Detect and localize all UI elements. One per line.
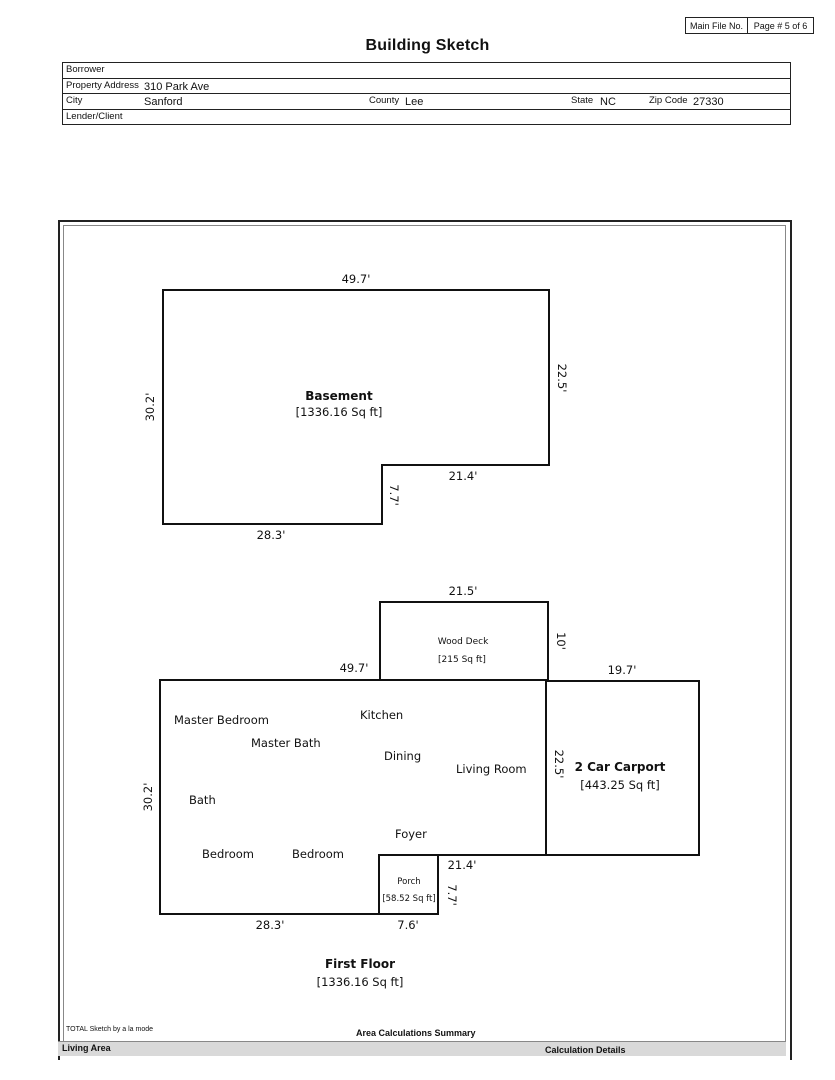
property-info-table: Borrower Property Address 310 Park Ave C… bbox=[62, 62, 791, 125]
city-value: Sanford bbox=[144, 96, 183, 108]
first-floor-label: First Floor bbox=[325, 957, 395, 971]
area-summary-label: Area Calculations Summary bbox=[356, 1028, 476, 1038]
basement-top-dim: 49.7' bbox=[342, 272, 371, 286]
room-foyer: Foyer bbox=[395, 827, 427, 841]
basement-step-vertical-dim: 7.7' bbox=[387, 484, 401, 505]
borrower-label: Borrower bbox=[66, 64, 105, 75]
porch-width-dim: 7.6' bbox=[397, 918, 418, 932]
room-bedroom-1: Bedroom bbox=[202, 847, 254, 861]
sketch-frame bbox=[58, 220, 792, 1060]
carport-label: 2 Car Carport bbox=[575, 760, 666, 774]
city-row: City Sanford County Lee State NC Zip Cod… bbox=[63, 94, 790, 110]
wood-deck-area: [215 Sq ft] bbox=[438, 655, 486, 665]
basement-label: Basement bbox=[305, 389, 373, 403]
carport-top-dim: 19.7' bbox=[608, 663, 637, 677]
room-kitchen: Kitchen bbox=[360, 708, 403, 722]
porch-outline bbox=[378, 854, 439, 915]
basement-bottom-dim: 28.3' bbox=[257, 528, 286, 542]
deck-top-dim: 21.5' bbox=[449, 584, 478, 598]
software-credit: TOTAL Sketch by a la mode bbox=[66, 1026, 154, 1033]
borrower-row: Borrower bbox=[63, 63, 790, 79]
main-file-label: Main File No. bbox=[686, 18, 748, 33]
basement-step-horizontal-dim: 21.4' bbox=[449, 469, 478, 483]
property-address-label: Property Address bbox=[66, 79, 139, 91]
zip-value: 27330 bbox=[693, 96, 724, 108]
deck-right-dim: 10' bbox=[554, 632, 568, 650]
room-bath: Bath bbox=[189, 793, 216, 807]
page-number-label: Page # 5 of 6 bbox=[753, 20, 808, 31]
wood-deck-label: Wood Deck bbox=[438, 637, 489, 647]
room-master-bath: Master Bath bbox=[251, 736, 321, 750]
basement-left-dim: 30.2' bbox=[143, 393, 157, 422]
wood-deck-outline bbox=[379, 601, 549, 681]
first-floor-right-dim: 22.5' bbox=[552, 750, 566, 779]
page-title: Building Sketch bbox=[365, 37, 490, 54]
basement-outline bbox=[162, 289, 550, 525]
living-area-label: Living Area bbox=[62, 1043, 111, 1053]
carport-outline bbox=[545, 680, 700, 856]
room-master-bedroom: Master Bedroom bbox=[174, 713, 269, 727]
porch-label: Porch bbox=[397, 877, 420, 887]
state-value: NC bbox=[600, 96, 616, 108]
room-living-room: Living Room bbox=[456, 762, 527, 776]
file-number-box: Main File No. Page # 5 of 6 bbox=[685, 17, 814, 34]
county-value: Lee bbox=[405, 96, 424, 108]
first-floor-bottom-dim: 28.3' bbox=[256, 918, 285, 932]
carport-area: [443.25 Sq ft] bbox=[580, 778, 659, 792]
address-row: Property Address 310 Park Ave bbox=[63, 79, 790, 94]
property-address-value: 310 Park Ave bbox=[144, 80, 210, 93]
first-floor-step-dim: 21.4' bbox=[448, 858, 477, 872]
basement-right-dim: 22.5' bbox=[555, 364, 569, 393]
first-floor-left-dim: 30.2' bbox=[141, 783, 155, 812]
state-label: State bbox=[571, 95, 594, 106]
lender-label: Lender/Client bbox=[66, 110, 123, 122]
city-label: City bbox=[66, 95, 83, 106]
zip-label: Zip Code bbox=[649, 95, 688, 106]
calculation-details-label: Calculation Details bbox=[545, 1045, 626, 1055]
basement-area: [1336.16 Sq ft] bbox=[296, 405, 383, 419]
first-floor-area: [1336.16 Sq ft] bbox=[317, 975, 404, 989]
lender-row: Lender/Client bbox=[63, 110, 790, 126]
porch-vertical-dim: 7.7' bbox=[445, 884, 459, 905]
room-dining: Dining bbox=[384, 749, 421, 763]
first-floor-top-dim: 49.7' bbox=[340, 661, 369, 675]
footer-bar bbox=[58, 1041, 786, 1056]
sketch-inner-frame bbox=[63, 225, 786, 1055]
room-bedroom-2: Bedroom bbox=[292, 847, 344, 861]
porch-area: [58.52 Sq ft] bbox=[382, 894, 435, 904]
county-label: County bbox=[369, 95, 400, 106]
